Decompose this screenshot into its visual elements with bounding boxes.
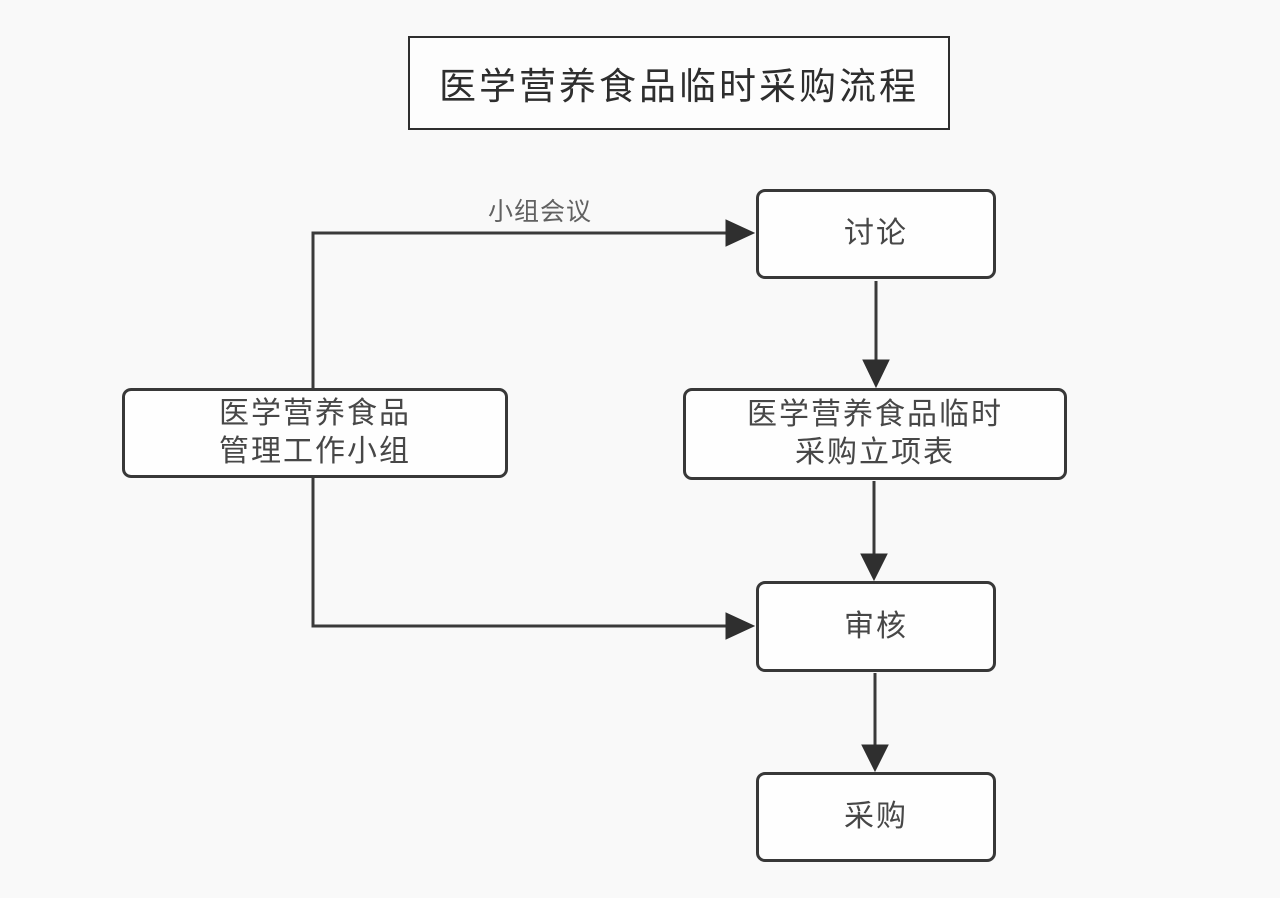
- arrowhead-icon: [862, 359, 890, 389]
- node-working-group-line2: 管理工作小组: [219, 435, 411, 468]
- title-box: 医学营养食品临时采购流程: [408, 36, 950, 130]
- node-discussion-label: 讨论: [844, 217, 908, 250]
- node-project-form-line1: 医学营养食品临时: [747, 398, 1003, 431]
- node-working-group-line1: 医学营养食品: [219, 397, 411, 430]
- node-project-form-line2: 采购立项表: [795, 436, 955, 469]
- connector-group-to-review: [311, 477, 727, 628]
- arrowhead-icon: [725, 612, 756, 640]
- node-review-label: 审核: [844, 609, 908, 643]
- arrowhead-icon: [860, 553, 888, 582]
- page-title: 医学营养食品临时采购流程: [439, 67, 919, 108]
- arrowhead-icon: [725, 219, 756, 247]
- node-review: 审核: [756, 581, 996, 672]
- connector-group-to-discussion: [311, 231, 727, 389]
- node-project-form: 医学营养食品临时 采购立项表: [683, 388, 1067, 480]
- edge-label-group-meeting: 小组会议: [487, 198, 592, 226]
- node-discussion: 讨论: [756, 189, 996, 279]
- arrowhead-icon: [861, 744, 889, 773]
- node-purchase-label: 采购: [844, 800, 908, 833]
- node-working-group: 医学营养食品 管理工作小组: [122, 388, 508, 478]
- node-purchase: 采购: [756, 772, 996, 862]
